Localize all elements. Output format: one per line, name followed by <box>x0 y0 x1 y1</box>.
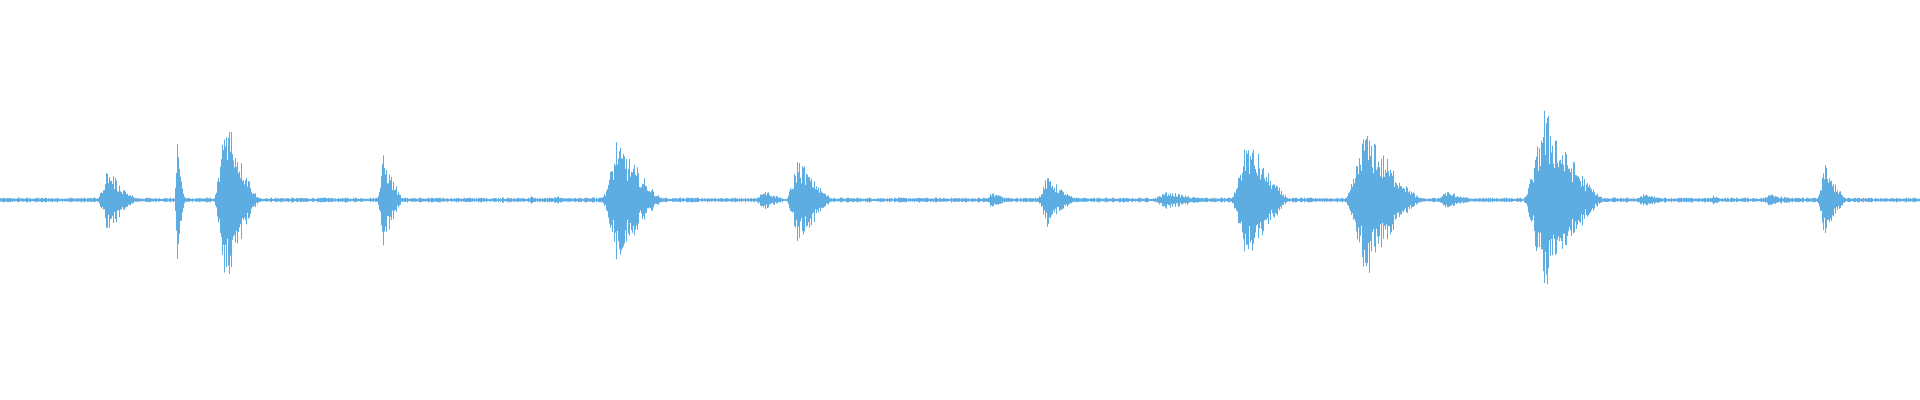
waveform-bars <box>0 110 1920 285</box>
